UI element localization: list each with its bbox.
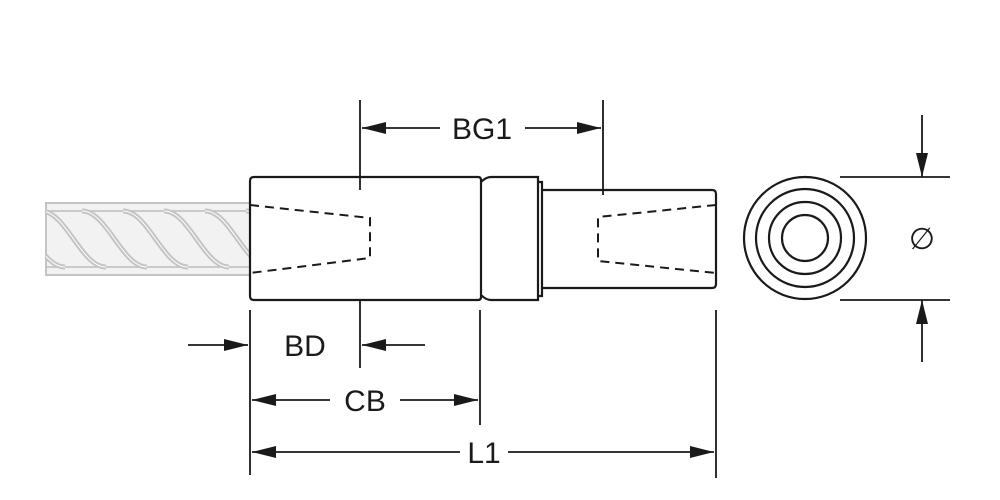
- l1-label: L1: [467, 437, 500, 470]
- rebar-rib: [46, 255, 66, 268]
- rebar-rib: [163, 210, 230, 268]
- rebar-rib: [46, 211, 107, 268]
- cb-label: CB: [344, 385, 386, 418]
- rebar-rib: [287, 211, 352, 267]
- rebar-rib: [204, 210, 250, 256]
- bd-label: BD: [284, 330, 326, 363]
- dimension-cb: CB: [252, 385, 478, 418]
- coupler-body: [248, 175, 718, 302]
- rebar-rib: [245, 208, 250, 215]
- rebar: [45, 202, 352, 276]
- rebar-rib: [81, 210, 148, 268]
- dimension-l1: L1: [252, 437, 714, 470]
- dimension-bd: BD: [188, 330, 425, 363]
- rebar-rib: [245, 210, 250, 213]
- rebar-rib: [122, 210, 189, 268]
- diameter-label: ∅: [909, 223, 935, 256]
- bg1-label: BG1: [452, 113, 512, 146]
- dimension-bg1: BG1: [359, 100, 604, 195]
- rebar-rib: [287, 211, 352, 267]
- end-view: ∅: [742, 115, 950, 362]
